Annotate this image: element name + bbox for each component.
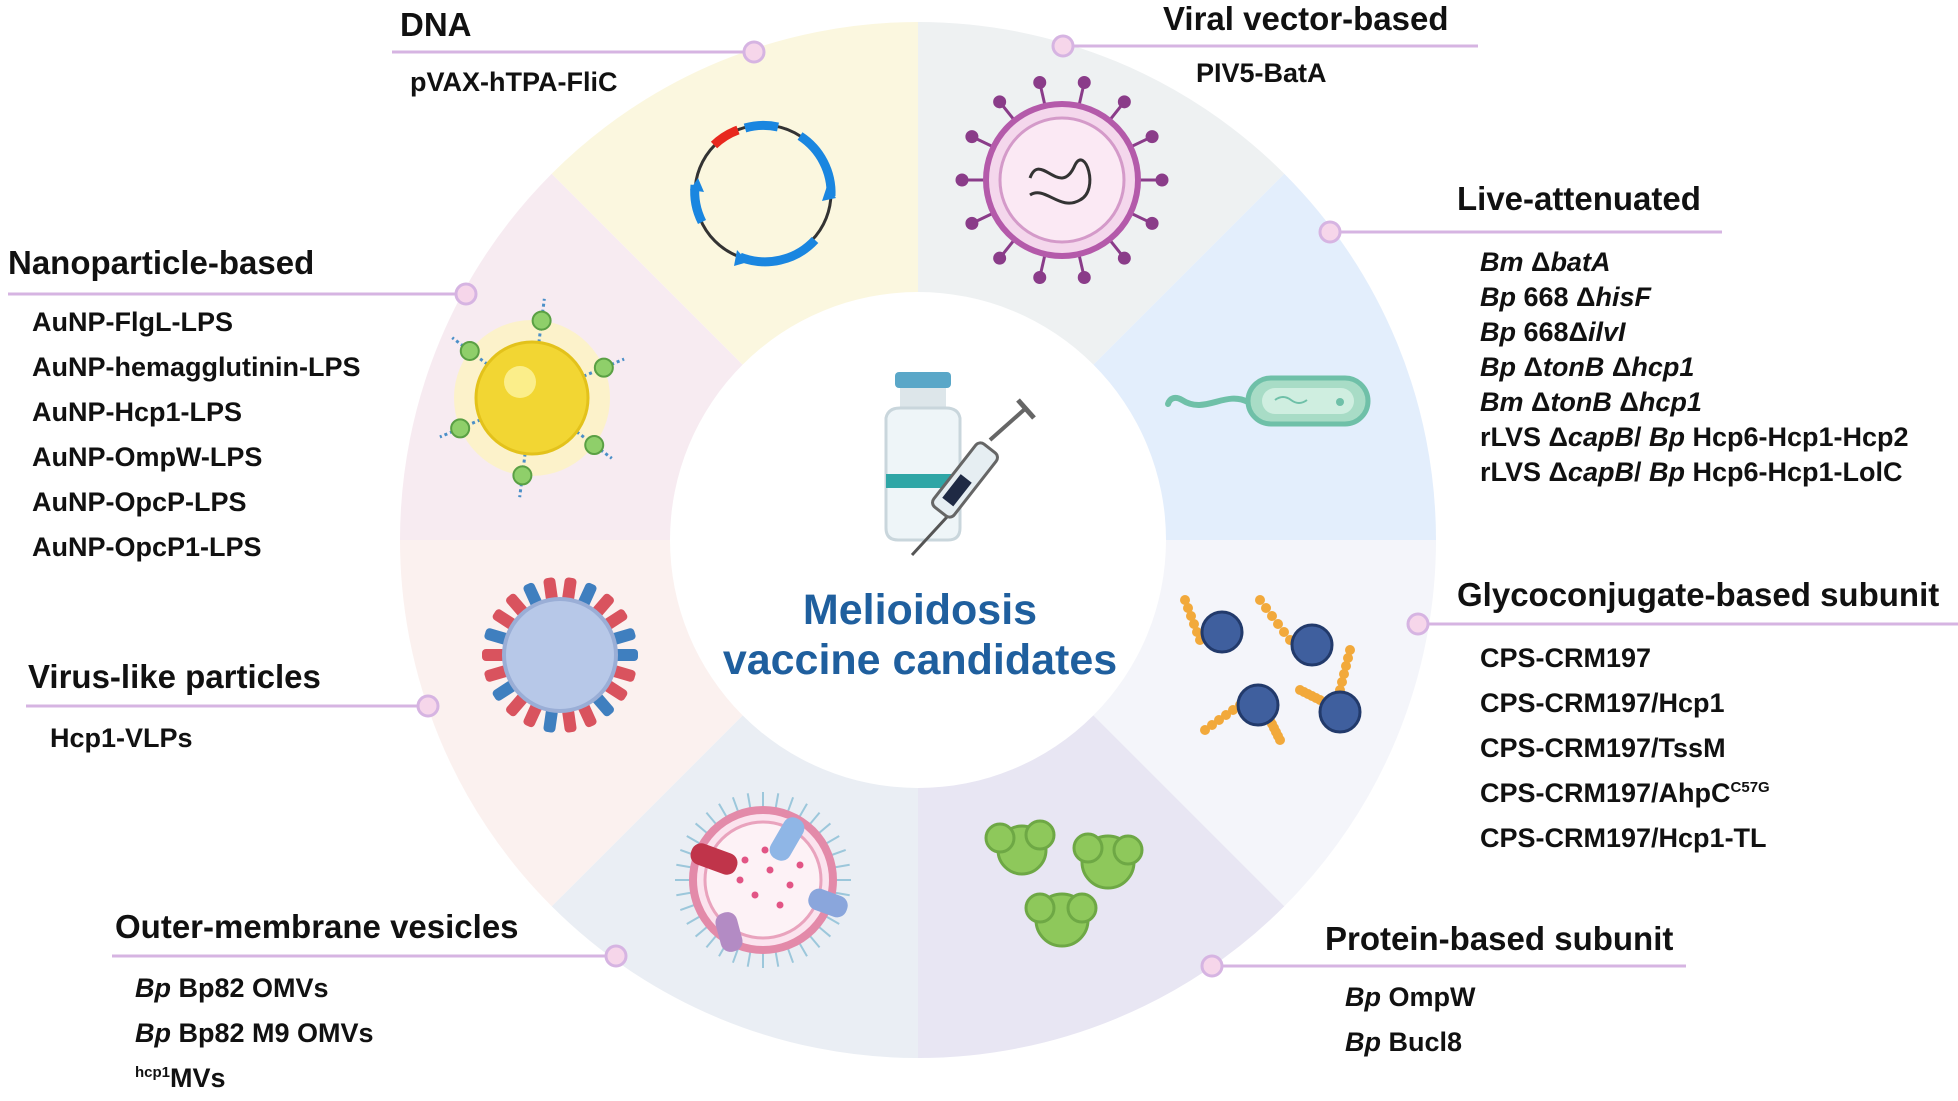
- category-items-vlp: Hcp1-VLPs: [50, 716, 193, 761]
- vaccine-candidate-item: rLVS ΔcapB/ Bp Hcp6-Hcp1-Hcp2: [1480, 422, 1909, 452]
- category-items-nanoparticle: AuNP-FlgL-LPS AuNP-hemagglutinin-LPS AuNP-…: [32, 300, 360, 570]
- category-title-nanoparticle: Nanoparticle-based: [8, 244, 315, 281]
- vaccine-candidate-item: AuNP-OpcP-LPS: [32, 487, 247, 517]
- center-title-line2: vaccine candidates: [722, 636, 1118, 684]
- category-title-protein-subunit: Protein-based subunit: [1325, 920, 1674, 957]
- vaccine-candidate-item: Bp OmpW: [1345, 982, 1476, 1012]
- category-title-live-attenuated: Live-attenuated: [1457, 180, 1701, 217]
- category-title-dna: DNA: [400, 6, 472, 43]
- vaccine-candidate-item: CPS-CRM197/Hcp1-TL: [1480, 823, 1767, 853]
- bacterium-icon: [1165, 375, 1371, 427]
- virus-icon: [955, 76, 1169, 284]
- vaccine-candidate-item: hcp1MVs: [135, 1063, 226, 1093]
- vaccine-candidate-item: PIV5-BatA: [1196, 58, 1327, 88]
- category-items-dna: pVAX-hTPA-FliC: [410, 60, 617, 105]
- leader-lines: [8, 34, 1958, 978]
- vaccine-candidate-item: AuNP-hemagglutinin-LPS: [32, 352, 361, 382]
- glycoconjugate-icon: [1180, 595, 1362, 745]
- category-items-viral-vector: PIV5-BatA: [1196, 51, 1327, 96]
- category-items-protein-subunit: Bp OmpW Bp Bucl8: [1345, 975, 1476, 1065]
- vaccine-candidate-item: AuNP-OpcP1-LPS: [32, 532, 262, 562]
- vaccine-candidate-item: Bp Bp82 OMVs: [135, 973, 329, 1003]
- category-items-omv: Bp Bp82 OMVs Bp Bp82 M9 OMVs hcp1MVs: [135, 966, 374, 1101]
- category-title-viral-vector: Viral vector-based: [1163, 0, 1449, 37]
- vaccine-candidate-item: AuNP-FlgL-LPS: [32, 307, 233, 337]
- vaccine-candidate-item: Bp Bucl8: [1345, 1027, 1463, 1057]
- vaccine-candidate-item: CPS-CRM197/AhpCC57G: [1480, 778, 1770, 808]
- vaccine-candidate-item: Bp Bp82 M9 OMVs: [135, 1018, 374, 1048]
- vial-syringe-icon: [884, 372, 1036, 557]
- gold-nanoparticle-icon: [439, 298, 625, 498]
- vaccine-candidate-item: CPS-CRM197/TssM: [1480, 733, 1726, 763]
- category-title-omv: Outer-membrane vesicles: [115, 908, 519, 945]
- vaccine-candidate-item: Hcp1-VLPs: [50, 723, 193, 753]
- center-title-line1: Melioidosis: [802, 586, 1038, 634]
- center-title: Melioidosis vaccine candidates: [700, 585, 1140, 685]
- category-title-glycoconjugate: Glycoconjugate-based subunit: [1457, 576, 1940, 613]
- category-items-live-attenuated: Bm ΔbatA Bp 668 ΔhisF Bp 668ΔilvI Bp ΔtonB …: [1480, 245, 1909, 490]
- vaccine-candidate-item: pVAX-hTPA-FliC: [410, 67, 618, 97]
- plasmid-icon: [690, 120, 836, 267]
- vaccine-candidate-item: Bm ΔbatA: [1480, 247, 1611, 277]
- vaccine-candidate-item: AuNP-Hcp1-LPS: [32, 397, 243, 427]
- protein-aggregates-icon: [984, 819, 1144, 948]
- outer-membrane-vesicle-icon: [675, 792, 851, 968]
- vaccine-candidate-item: Bp 668 ΔhisF: [1480, 282, 1651, 312]
- vaccine-candidate-item: AuNP-OmpW-LPS: [32, 442, 263, 472]
- vaccine-candidate-item: CPS-CRM197/Hcp1: [1480, 688, 1725, 718]
- vaccine-candidate-item: Bp 668ΔilvI: [1480, 317, 1626, 347]
- category-title-vlp: Virus-like particles: [28, 658, 321, 695]
- vaccine-candidate-item: Bm ΔtonB Δhcp1: [1480, 387, 1702, 417]
- vaccine-candidate-item: Bp ΔtonB Δhcp1: [1480, 352, 1695, 382]
- vaccine-candidate-item: CPS-CRM197: [1480, 643, 1652, 673]
- virus-like-particle-icon: [482, 577, 638, 733]
- vaccine-candidate-item: rLVS ΔcapB/ Bp Hcp6-Hcp1-LolC: [1480, 457, 1903, 487]
